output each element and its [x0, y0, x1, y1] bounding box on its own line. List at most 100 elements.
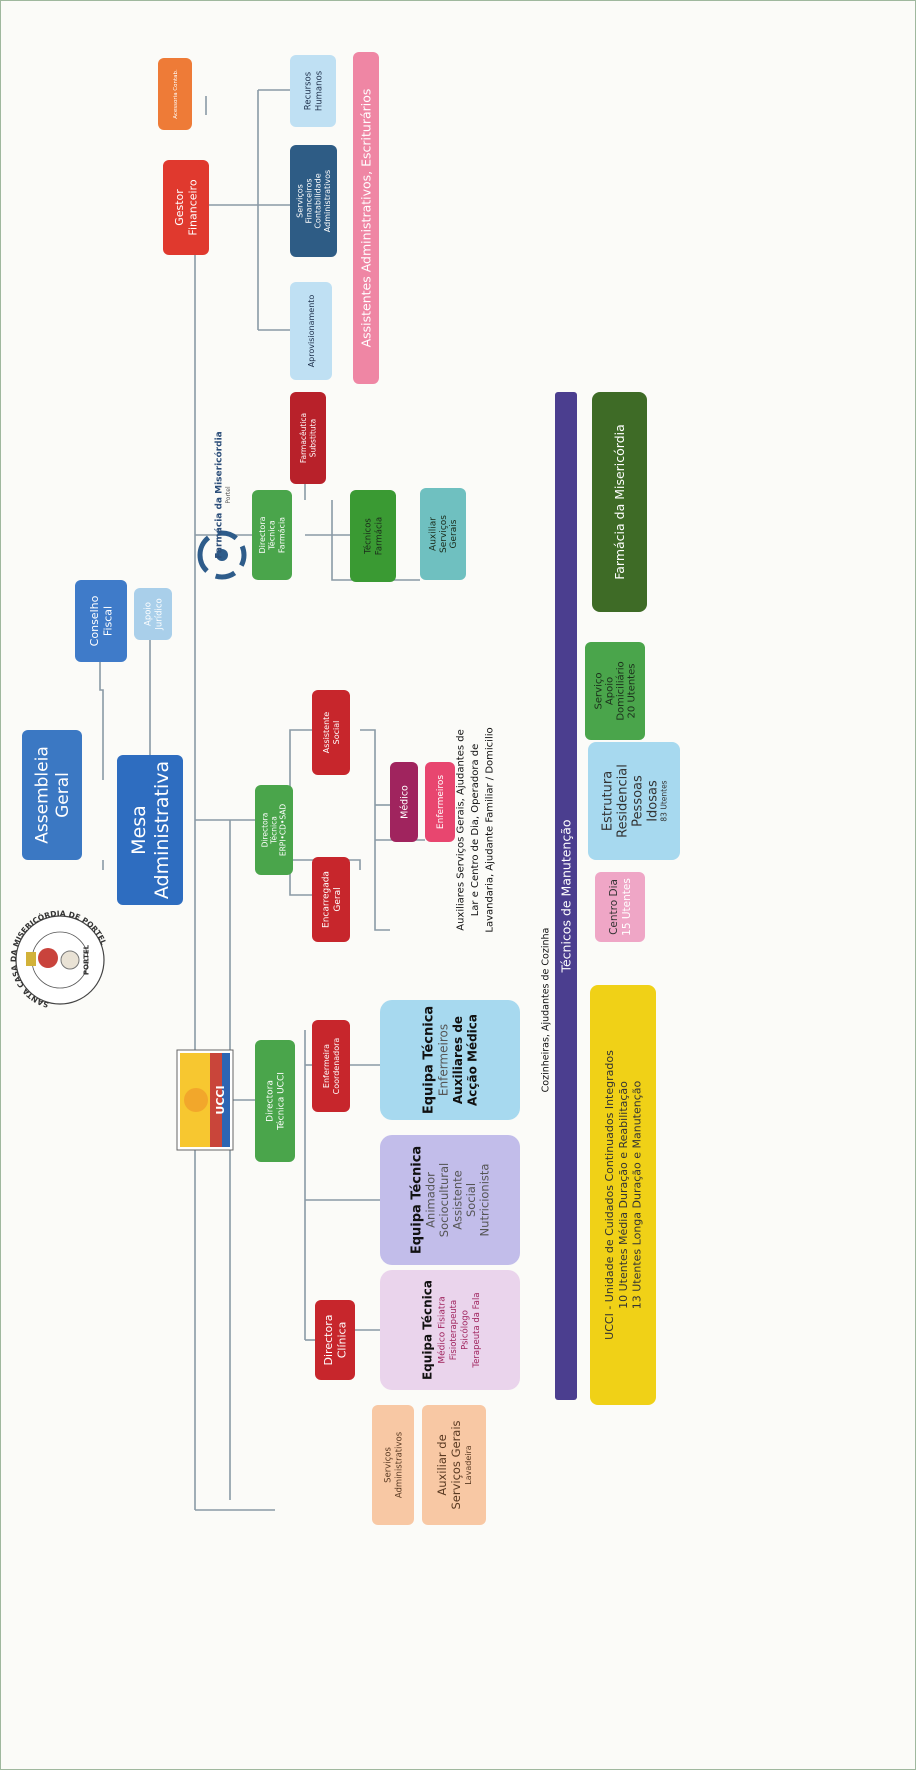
eq-tec-soc-box-bg: [380, 1135, 520, 1265]
acessoria-box-label-text: Acessoria Contab.: [173, 69, 179, 119]
servicos-financeiros-box-label-text: Financeiros: [304, 178, 313, 223]
aprovisionamento-box-bg: [290, 282, 332, 380]
enfermeiros-box-label: Enfermeiros: [436, 775, 446, 829]
conselho-fiscal-box-label-text: Fiscal: [102, 606, 115, 636]
eq-tec-enf-box-label-text: Equipa Técnica: [421, 1006, 436, 1114]
ucci-logo: UCCI: [176, 1049, 234, 1151]
farmacia-misericordia-box[interactable]: Farmácia da Misericórdia: [592, 392, 647, 612]
aux-farmacia-box-label-text: Gerais: [449, 519, 459, 548]
servicos-financeiros-box-label-text: Serviços: [295, 184, 304, 218]
dir-erpi-box-bg: [255, 785, 293, 875]
conselho-fiscal-box-label-text: Conselho: [88, 595, 101, 646]
medico-box-label: Médico: [399, 785, 410, 819]
eq-tec-soc-box-label-text: Nutricionista: [478, 1164, 492, 1237]
assistentes-admin-box[interactable]: Assistentes Administrativos, Escriturári…: [353, 52, 379, 384]
seal-bottom-text-text: PORTEL: [82, 944, 90, 975]
mesa-conselho-link: [99, 662, 104, 780]
gestor-financeiro-box-label-text: Financeiro: [187, 179, 200, 235]
medico-box-label-text: Médico: [399, 785, 410, 819]
erpi-encarr-link: [289, 820, 312, 896]
santa-casa-seal-logo: SANTA CASA DA MISERICÓRDIA DE PORTELPORT…: [9, 909, 108, 1009]
tecnicos-manutencao-bar-label: Técnicos de Manutenção: [558, 819, 573, 973]
ucci-box[interactable]: UCCI - Unidade de Cuidados Continuados I…: [590, 985, 656, 1405]
centro-dia-box-bg: [595, 872, 645, 942]
gestor-financeiro-box-label-text: Gestor: [173, 189, 186, 226]
aprovisionamento-box[interactable]: Aprovisionamento: [290, 282, 332, 380]
medico-box[interactable]: Médico: [390, 762, 418, 842]
eq-tec-cli-box-label-text: Terapeuta da Fala: [472, 1292, 482, 1368]
serv-admin-box-bg: [372, 1405, 414, 1525]
tecnicos-farmacia-box-label-text: Farmácia: [374, 517, 384, 555]
aux-serv-gerais-box-label-text: Lavadeira: [464, 1445, 473, 1485]
eq-tec-enf-box-label-text: Auxiliares de: [451, 1016, 465, 1104]
erpi-box-bg: [588, 742, 680, 860]
sad-box-label-text: 20 Utentes: [627, 664, 638, 719]
gestor-financeiro-box-bg: [163, 160, 209, 255]
conselho-fiscal-box-bg: [75, 580, 127, 662]
eq-tec-enf-box-label-text: Enfermeiros: [436, 1024, 450, 1096]
tecnicos-manutencao-bar[interactable]: Técnicos de Manutenção: [555, 392, 577, 1400]
servicos-financeiros-box-label-text: Administrativos: [323, 170, 332, 232]
serv-admin-box-label-text: Administrativos: [394, 1431, 404, 1498]
recursos-humanos-box-label-text: Humanos: [314, 70, 324, 111]
dir-clinica-box-label-text: Clínica: [336, 1322, 349, 1359]
enfermeiros-box[interactable]: Enfermeiros: [425, 762, 455, 842]
acessoria-box[interactable]: Acessoria Contab.: [158, 58, 192, 130]
mesa-administrativa-box-bg: [117, 755, 183, 905]
cozinheiras-text: Cozinheiras, Ajudantes de Cozinha: [540, 928, 551, 1093]
erpi-box-label-text: Idosas: [645, 780, 660, 822]
auxiliares-text-text: Lavandaria, Ajudante Familiar / Domicili…: [485, 727, 496, 932]
auxiliares-text-text: Lar e Centro de Dia, Operadora de: [470, 744, 481, 917]
assistente-social-box-label-text: Social: [332, 721, 341, 745]
farmacia-misericordia-box-label: Farmácia da Misericórdia: [612, 424, 627, 580]
serv-admin-box-label-text: Serviços: [384, 1447, 394, 1483]
dir-farmacia-box-label-text: Farmácia: [277, 517, 286, 553]
erpi-box-label-text: 83 Utentes: [659, 780, 668, 821]
aux-farmacia-box-bg: [420, 488, 466, 580]
servicos-financeiros-box-label-text: Contabilidade: [314, 173, 323, 228]
erpi-box-label-text: Residencial: [615, 764, 630, 838]
eq-tec-enf-box-label-text: Acção Médica: [466, 1014, 480, 1106]
mesa-administrativa-box-label-text: Mesa: [128, 805, 150, 855]
dir-erpi-box-label-text: ERPI•CD•SAD: [279, 804, 288, 857]
eq-tec-cli-box-label-text: Fisioterapeuta: [449, 1300, 459, 1360]
apoio-juridico-box-label-text: Apoio: [144, 602, 154, 626]
aux-farmacia-box-label-text: Serviços: [439, 515, 449, 553]
